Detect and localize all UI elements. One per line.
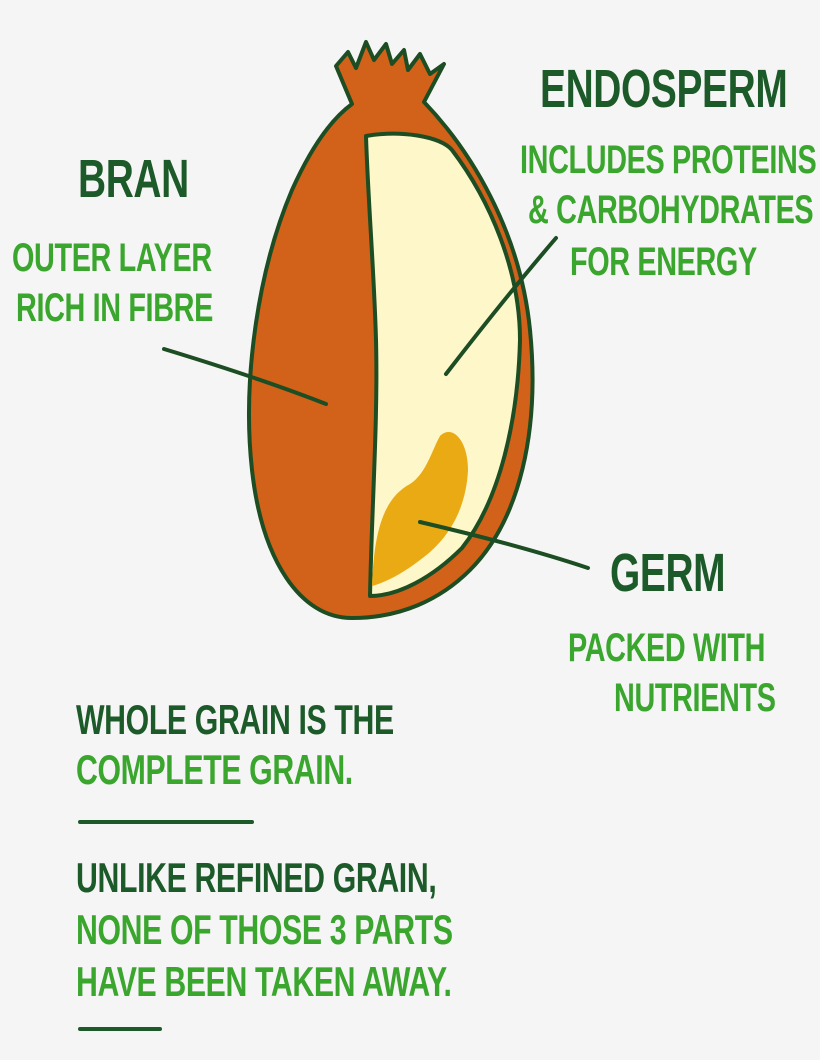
note-line-2: NONE OF THOSE 3 PARTS: [76, 906, 453, 953]
bran-description-line-2: RICH IN FIBRE: [16, 286, 213, 330]
statement-line-2: COMPLETE GRAIN.: [76, 746, 353, 793]
endosperm-description-line-3: FOR ENERGY: [570, 240, 757, 284]
endosperm-title: ENDOSPERM: [540, 59, 788, 119]
germ-layer: [372, 431, 468, 586]
statement-line-1: WHOLE GRAIN IS THE: [76, 696, 394, 743]
bran-description-line-1: OUTER LAYER: [12, 236, 212, 280]
endosperm-description-line-1: INCLUDES PROTEINS: [520, 138, 817, 182]
endosperm-description-line-2: & CARBOHYDRATES: [528, 188, 814, 232]
divider-rule-2: [78, 1027, 162, 1031]
divider-rule-1: [78, 820, 254, 824]
endosperm-pointer: [444, 236, 558, 376]
germ-title: GERM: [610, 543, 726, 603]
germ-description-line-1: PACKED WITH: [568, 626, 766, 670]
endosperm-layer: [364, 131, 522, 598]
bran-pointer: [162, 347, 328, 406]
bran-title: BRAN: [78, 149, 189, 209]
note-line-1: UNLIKE REFINED GRAIN,: [76, 854, 437, 901]
note-line-3: HAVE BEEN TAKEN AWAY.: [76, 958, 452, 1005]
germ-description-line-2: NUTRIENTS: [614, 676, 776, 720]
germ-pointer: [418, 520, 590, 570]
